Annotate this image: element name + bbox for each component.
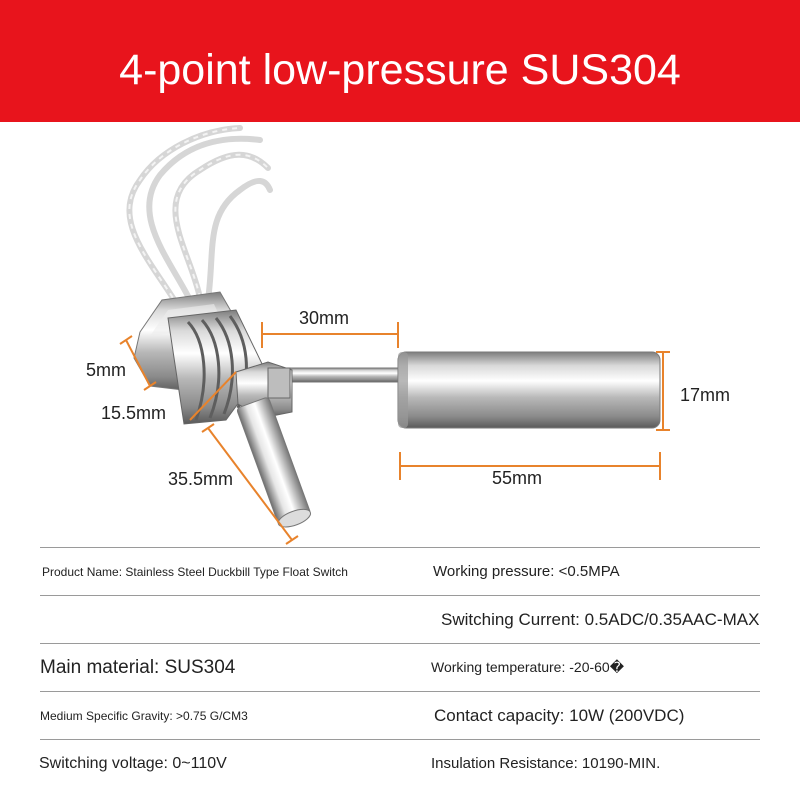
spec-row: Main material: SUS304 Working temperatur… <box>40 643 760 691</box>
spec-insulation-resistance: Insulation Resistance: 10190-MIN. <box>431 755 661 772</box>
spec-row: Medium Specific Gravity: >0.75 G/CM3 Con… <box>40 691 760 739</box>
dimension-5mm-label: 5mm <box>86 360 126 380</box>
page-title: 4-point low-pressure SUS304 <box>119 46 681 94</box>
product-illustration: 5mm 15.5mm 35.5mm 30mm 55mm 17mm <box>0 122 800 547</box>
dimension-55mm-label: 55mm <box>492 468 543 488</box>
spec-switching-voltage: Switching voltage: 0~110V <box>39 754 227 772</box>
spec-row: Product Name: Stainless Steel Duckbill T… <box>40 547 760 595</box>
spec-medium-gravity: Medium Specific Gravity: >0.75 G/CM3 <box>40 708 248 723</box>
header-banner: 4-point low-pressure SUS304 <box>0 0 800 122</box>
float-switch-image <box>119 125 670 545</box>
spec-switching-current: Switching Current: 0.5ADC/0.35AAC-MAX <box>441 609 760 629</box>
wires <box>126 125 273 309</box>
specs-table: Product Name: Stainless Steel Duckbill T… <box>39 547 760 787</box>
dimension-17mm-label: 17mm <box>680 385 731 405</box>
dimension-35-5mm-label: 35.5mm <box>168 469 234 489</box>
angled-rod <box>236 397 312 528</box>
dimension-15-5mm-label: 15.5mm <box>101 403 167 423</box>
spec-row: Switching Current: 0.5ADC/0.35AAC-MAX <box>40 595 760 643</box>
float-cylinder <box>397 351 661 429</box>
spec-working-temperature: Working temperature: -20-60� <box>431 659 625 675</box>
spec-main-material: Main material: SUS304 <box>40 656 236 678</box>
spec-working-pressure: Working pressure: <0.5MPA <box>433 563 620 580</box>
dimension-lines <box>119 322 670 545</box>
spec-product-name: Product Name: Stainless Steel Duckbill T… <box>42 564 348 579</box>
spec-contact-capacity: Contact capacity: 10W (200VDC) <box>434 705 685 725</box>
dimension-30mm-label: 30mm <box>299 308 350 328</box>
spec-row: Switching voltage: 0~110V Insulation Res… <box>39 739 760 787</box>
